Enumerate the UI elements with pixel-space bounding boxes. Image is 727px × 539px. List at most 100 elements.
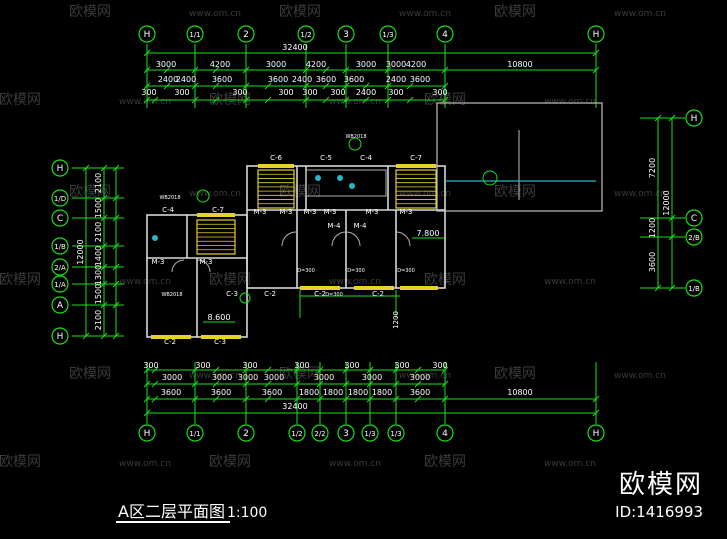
- dim-bottom-row3: 3600: [161, 388, 181, 397]
- dimension-tick: [100, 301, 108, 309]
- dim-top-row1: 3000: [156, 60, 176, 69]
- watermark-url: www.om.cn: [189, 9, 241, 19]
- dimension-tick: [342, 366, 350, 374]
- dimension-tick: [316, 395, 324, 403]
- dim-top-row2: 3600: [410, 75, 430, 84]
- dimension-tick: [212, 366, 220, 374]
- watermark-brand: 欧模网: [494, 4, 536, 20]
- dimension-tick: [242, 66, 250, 74]
- dimension-tick: [264, 395, 272, 403]
- dim-bottom-row2: 3000: [410, 373, 430, 382]
- dimension-tick: [191, 366, 199, 374]
- dimension-tick: [414, 380, 422, 388]
- dimension-tick: [384, 66, 392, 74]
- dimension-tick: [293, 366, 301, 374]
- dimension-tick: [362, 82, 370, 90]
- axis-bubble-label: C: [691, 214, 697, 224]
- drawing-title-text: A区二层平面图: [118, 502, 225, 521]
- dim-bottom-total: 32400: [282, 402, 307, 411]
- axis-bubble-label: H: [144, 30, 151, 40]
- window-label: C-4: [360, 154, 372, 162]
- dimension-tick: [414, 395, 422, 403]
- vertical-dim-note: 1200: [392, 311, 400, 329]
- dimension-tick: [441, 380, 449, 388]
- dim-top-row2: 3600: [212, 75, 232, 84]
- dim-top-row2: 3600: [268, 75, 288, 84]
- dim-right-part: 1200: [648, 218, 657, 238]
- axis-bubble: [138, 424, 156, 442]
- dim-bottom-row2: 3000: [264, 373, 284, 382]
- watermark-brand: 欧模网: [494, 366, 536, 382]
- dimension-tick: [143, 395, 151, 403]
- dimension-tick: [668, 214, 676, 222]
- dimension-tick: [212, 66, 220, 74]
- window-label: C-6: [270, 154, 282, 162]
- dimension-tick: [322, 66, 330, 74]
- axis-bubble-label: 2/2: [314, 430, 325, 438]
- small-note: D=300: [297, 268, 315, 274]
- dimension-tick: [191, 96, 199, 104]
- dimension-tick: [406, 82, 414, 90]
- dim-left-total: 12000: [76, 239, 85, 264]
- dimension-tick: [163, 82, 171, 90]
- detail-markers: [196, 137, 498, 318]
- door-label: M-4: [327, 222, 341, 230]
- axis-bubble-label: H: [593, 429, 600, 439]
- axis-bubble: [237, 424, 255, 442]
- axis-bubble: [685, 228, 703, 246]
- dimension-tick: [191, 395, 199, 403]
- axis-bubble-label: A: [57, 301, 64, 311]
- dimension-tick: [264, 380, 272, 388]
- brand-logo-text: 欧模网: [618, 470, 703, 500]
- stair-treads: [197, 173, 436, 251]
- watermark-brand: 欧模网: [0, 454, 41, 470]
- watermark-url: www.om.cn: [399, 9, 451, 19]
- door-label: M-3: [151, 258, 164, 266]
- dim-left-part: 2100: [94, 222, 103, 242]
- watermark-brand: 欧模网: [279, 4, 321, 20]
- dimension-tick: [191, 66, 199, 74]
- dim-bottom-row1: 300: [344, 361, 359, 370]
- dimension-tick: [293, 380, 301, 388]
- dimension-tick: [654, 284, 662, 292]
- axis-bubble: [685, 279, 703, 297]
- dimension-tick: [668, 114, 676, 122]
- dim-bottom-row3: 1800: [372, 388, 392, 397]
- dim-bottom-row1: 300: [432, 361, 447, 370]
- dimension-tick: [322, 82, 330, 90]
- window-label: C-7: [212, 206, 224, 214]
- dimension-tick: [392, 380, 400, 388]
- dimension-tick: [100, 194, 108, 202]
- dimension-tick: [366, 395, 374, 403]
- axis-bubble-label: 1/D: [54, 195, 66, 203]
- dim-top-row3: 300: [174, 88, 189, 97]
- dimension-tick: [592, 395, 600, 403]
- dim-top-row2: 3600: [316, 75, 336, 84]
- window-label: C-3: [214, 338, 226, 346]
- axis-bubble-label: 1/3: [364, 430, 375, 438]
- dimension-tick: [100, 263, 108, 271]
- dimension-tick: [302, 96, 310, 104]
- dimension-tick: [592, 409, 600, 417]
- dim-top-row3: 300: [302, 88, 317, 97]
- dimension-tick: [302, 82, 310, 90]
- dimension-tick: [668, 233, 676, 241]
- dim-top-row2: 3600: [344, 75, 364, 84]
- dim-bottom-row1: 300: [195, 361, 210, 370]
- watermark-url: www.om.cn: [189, 371, 241, 381]
- axis-bubble-label: 1/1: [189, 430, 200, 438]
- dimension-tick: [112, 242, 120, 250]
- dimension-tick: [392, 366, 400, 374]
- dimension-tick: [100, 214, 108, 222]
- axis-bubble-label: 1/2: [300, 31, 311, 39]
- dim-top-total: 32400: [282, 43, 307, 52]
- dim-bottom-row2: 3000: [362, 373, 382, 382]
- dimension-ticks: [82, 49, 676, 417]
- watermark-brand: 欧模网: [279, 184, 321, 200]
- small-note: WB2018: [159, 195, 180, 201]
- dim-top-row1: 4200: [306, 60, 326, 69]
- dimension-tick: [143, 409, 151, 417]
- dim-left-part: 1300: [94, 265, 103, 285]
- small-note: D=300: [347, 268, 365, 274]
